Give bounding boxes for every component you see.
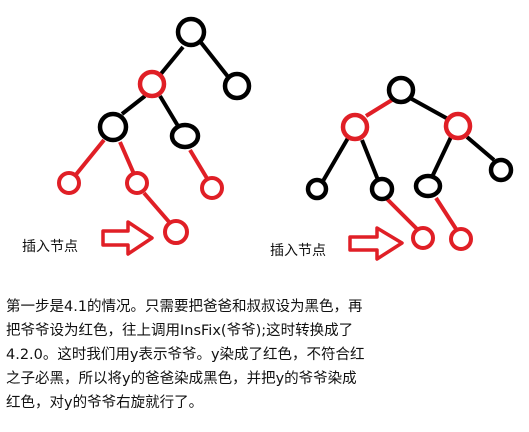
edge-parent-right xyxy=(158,94,180,128)
edge-right-left xyxy=(430,136,453,178)
node-leaf-black-1 xyxy=(305,177,329,201)
insert-node-label-right: 插入节点 xyxy=(270,243,326,259)
insert-node-label-left: 插入节点 xyxy=(22,239,78,255)
edge-parent-left xyxy=(120,94,147,116)
edge-root-left xyxy=(158,45,185,77)
edge-root-right xyxy=(409,96,449,121)
description-line: 第一步是4.1的情况。只需要把爸爸和叔叔设为黑色，再 xyxy=(6,299,363,315)
node-inserted-red xyxy=(163,219,189,245)
node-root-black xyxy=(175,16,207,48)
description-line: 4.2.0。这时我们用y表示爷爷。y染成了红色，不符合红 xyxy=(6,347,365,363)
edge-leaf-a xyxy=(384,196,420,232)
node-leaf-red-2 xyxy=(125,171,149,195)
node-red-leaf xyxy=(449,227,473,251)
node-leaf-black-4 xyxy=(488,157,514,183)
tree-before xyxy=(57,16,252,256)
edge-root-left xyxy=(364,98,394,118)
node-inserted-red xyxy=(411,226,435,250)
description-line: 把爷爷设为红色，往上调用InsFix(爷爷);这时转换成了 xyxy=(6,323,354,339)
node-left-red xyxy=(340,112,370,142)
edge-left-left xyxy=(321,136,350,183)
node-leaf-black-3 xyxy=(413,173,443,199)
edge-right-right xyxy=(465,135,496,162)
node-leaf-red-3 xyxy=(200,176,224,200)
edge-left-right xyxy=(360,139,380,181)
red-black-tree-diagram xyxy=(57,16,514,261)
edge-leaf-b xyxy=(434,196,460,234)
description-line: 之子必黑，所以将y的爸爸染成黑色，并把y的爷爷染成 xyxy=(6,371,357,387)
node-leaf-black-2 xyxy=(369,176,395,202)
node-root-black xyxy=(386,75,416,105)
tree-after xyxy=(305,75,514,261)
edge-uncle-left xyxy=(188,148,210,182)
node-child-black xyxy=(97,111,129,143)
node-sibling-black xyxy=(169,122,201,150)
arrow-right-icon xyxy=(348,226,404,261)
edge-node-right xyxy=(118,141,136,175)
edge-root-right xyxy=(197,38,231,80)
edge-red-child xyxy=(142,191,172,225)
description-text: 第一步是4.1的情况。只需要把爸爸和叔叔设为黑色，再 把爷爷设为红色，往上调用I… xyxy=(6,295,511,415)
node-parent-red xyxy=(137,69,167,99)
node-uncle-black xyxy=(222,71,252,101)
node-right-red xyxy=(443,111,473,141)
edge-node-left xyxy=(72,138,106,179)
description-line: 红色，对y的爷爷右旋就行了。 xyxy=(6,395,204,411)
arrow-right-icon xyxy=(101,220,154,256)
node-leaf-red-1 xyxy=(57,171,81,195)
